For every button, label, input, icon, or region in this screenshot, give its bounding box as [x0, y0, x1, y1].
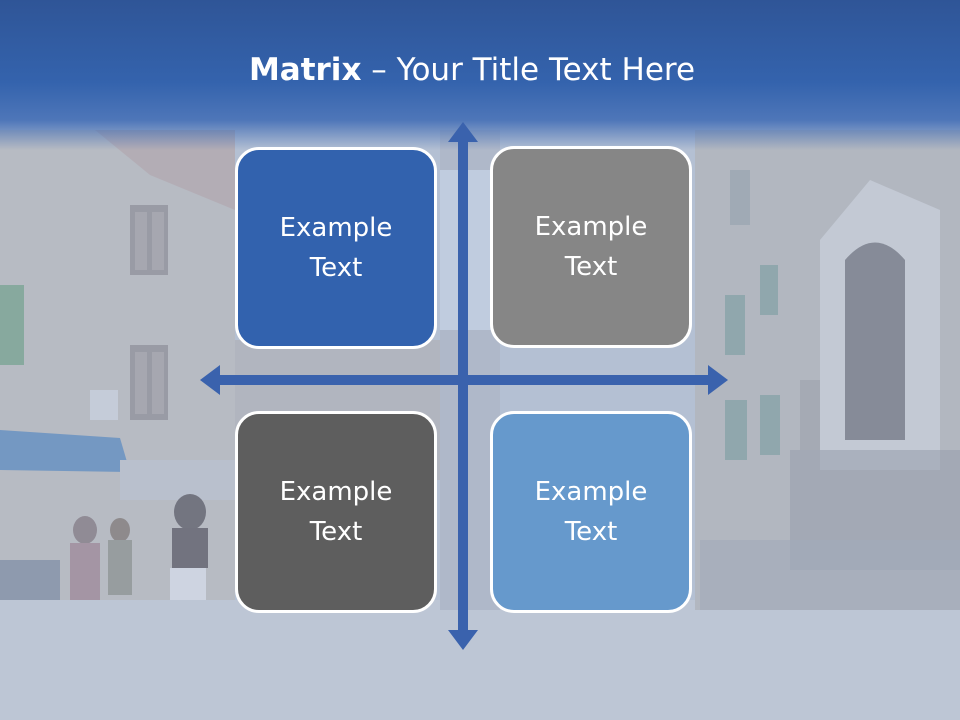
axis-arrow-up — [448, 122, 478, 142]
slide-title: Matrix – Your Title Text Here — [0, 50, 944, 90]
quadrant-top-left[interactable]: Example Text — [235, 147, 437, 349]
quadrant-bottom-right[interactable]: Example Text — [490, 411, 692, 613]
horizontal-axis — [218, 375, 713, 385]
title-rest: – Your Title Text Here — [361, 52, 696, 88]
quadrant-bottom-left[interactable]: Example Text — [235, 411, 437, 613]
axis-arrow-down — [448, 630, 478, 650]
axis-arrow-right — [708, 365, 728, 395]
vertical-axis — [458, 140, 468, 635]
axis-arrow-left — [200, 365, 220, 395]
quadrant-text: Example Text — [279, 213, 393, 283]
quadrant-top-right[interactable]: Example Text — [490, 146, 692, 348]
title-band — [0, 0, 960, 150]
quadrant-text: Example Text — [534, 477, 648, 547]
title-bold: Matrix — [248, 52, 362, 88]
quadrant-text: Example Text — [279, 477, 393, 547]
quadrant-text: Example Text — [534, 212, 648, 282]
